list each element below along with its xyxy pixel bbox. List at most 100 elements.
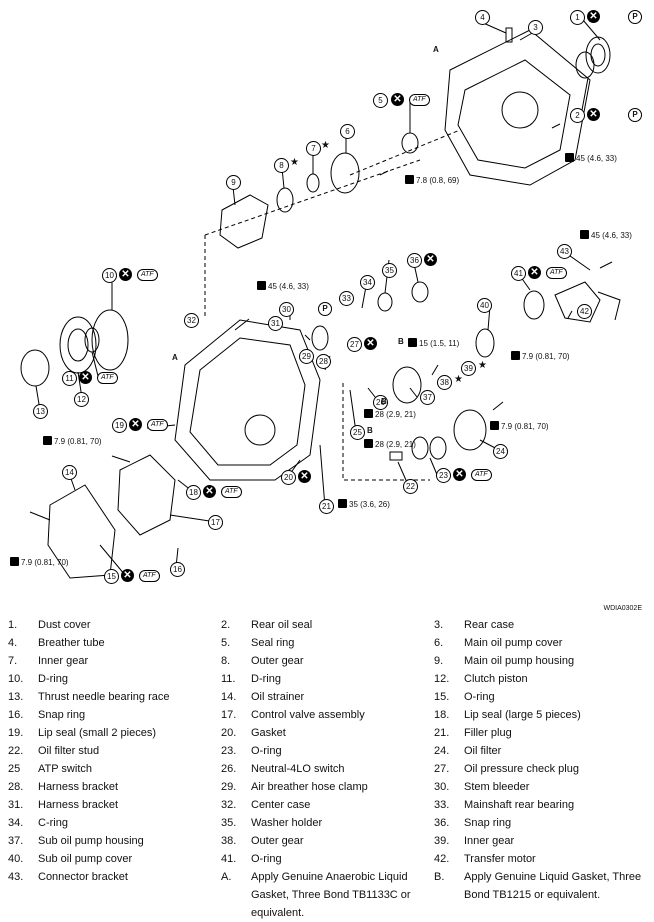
legend-number: 5. (221, 637, 231, 649)
petroleum-jelly-icon: P (318, 302, 332, 316)
star-mark: ★ (454, 374, 463, 385)
legend-number: 9. (434, 655, 444, 667)
replace-icon: ✕ (121, 569, 134, 582)
callout-19: 19 (112, 418, 127, 433)
torque-spec: 45 (4.6, 33) (565, 153, 617, 163)
legend-item: 16.Snap ring (8, 706, 221, 724)
legend-text: Snap ring (464, 817, 512, 829)
legend-item: 42.Transfer motor (434, 850, 647, 868)
legend-number: 30. (434, 781, 450, 793)
legend-number: 34. (8, 817, 24, 829)
torque-spec: 7.9 (0.81, 70) (511, 351, 570, 361)
legend-row: 13.Thrust needle bearing race 14.Oil str… (8, 688, 648, 706)
legend-number: 28. (8, 781, 24, 793)
legend-item: 18.Lip seal (large 5 pieces) (434, 706, 647, 724)
star-mark: ★ (290, 157, 299, 168)
legend-text: Oil strainer (251, 691, 305, 703)
legend-text: Lip seal (large 5 pieces) (464, 709, 581, 721)
legend-number: 20. (221, 727, 237, 739)
torque-icon (405, 175, 414, 184)
parts-legend: 1.Dust cover 2.Rear oil seal 3.Rear case… (8, 616, 648, 922)
legend-item: 29.Air breather hose clamp (221, 778, 434, 796)
letter-a: A (172, 353, 178, 362)
legend-item: 31. Harness bracket (8, 796, 221, 814)
legend-number: 3. (434, 619, 444, 631)
legend-text: Oil filter (464, 745, 502, 757)
callout-42: 42 (577, 304, 592, 319)
exploded-view-diagram: 1 2 3 4 5 6 7 8 9 10 11 12 13 14 15 16 1… (10, 10, 642, 584)
callout-14: 14 (62, 465, 77, 480)
legend-item: 26.Neutral-4LO switch (221, 760, 434, 778)
replace-icon: ✕ (453, 468, 466, 481)
letter-b: B (367, 426, 373, 435)
legend-item: 8.Outer gear (221, 652, 434, 670)
legend-text: Control valve assembly (251, 709, 365, 721)
callout-21: 21 (319, 499, 334, 514)
legend-item: 9. Main oil pump housing (434, 652, 647, 670)
torque-icon (10, 557, 19, 566)
legend-number: 33. (434, 799, 450, 811)
callout-18: 18 (186, 485, 201, 500)
legend-item: 7.Inner gear (8, 652, 221, 670)
legend-number: 13. (8, 691, 24, 703)
legend-text: Sub oil pump cover (38, 853, 133, 865)
legend-number: 17. (221, 709, 237, 721)
legend-number: 31. (8, 799, 24, 811)
legend-number: 4. (8, 637, 18, 649)
callout-7: 7 (306, 141, 321, 156)
legend-item: 38.Outer gear (221, 832, 434, 850)
legend-row: 7.Inner gear 8.Outer gear 9. Main oil pum… (8, 652, 648, 670)
legend-item: 11.D-ring (221, 670, 434, 688)
legend-number: 41. (221, 853, 237, 865)
legend-item: 28.Harness bracket (8, 778, 221, 796)
legend-item: 10.D-ring (8, 670, 221, 688)
legend-text: Center case (251, 799, 311, 811)
atf-label: ATF (471, 469, 492, 481)
legend-text: Harness bracket (38, 799, 119, 811)
legend-text: Thrust needle bearing race (38, 691, 170, 703)
legend-text: Outer gear (251, 655, 304, 667)
legend-item: 15.O-ring (434, 688, 647, 706)
callout-13: 13 (33, 404, 48, 419)
callout-37: 37 (420, 390, 435, 405)
legend-number: B. (434, 871, 445, 883)
legend-number: 26. (221, 763, 237, 775)
legend-number: 40. (8, 853, 24, 865)
legend-text: Sub oil pump housing (38, 835, 144, 847)
legend-item: 33.Mainshaft rear bearing (434, 796, 647, 814)
callout-36: 36 (407, 253, 422, 268)
torque-icon (408, 338, 417, 347)
torque-icon (565, 153, 574, 162)
legend-text: Main oil pump housing (464, 655, 575, 667)
torque-icon (43, 436, 52, 445)
legend-item: 41. O-ring (221, 850, 434, 868)
torque-icon (338, 499, 347, 508)
callout-35: 35 (382, 263, 397, 278)
callout-30: 30 (279, 302, 294, 317)
legend-row: 1.Dust cover 2.Rear oil seal 3.Rear case (8, 616, 648, 634)
legend-item: 13. Thrust needle bearing race (8, 688, 221, 706)
callout-5: 5 (373, 93, 388, 108)
legend-text: Apply Genuine Liquid Gasket, Three Bond … (464, 871, 642, 901)
legend-text: Oil filter stud (38, 745, 100, 757)
legend-item: 17. Control valve assembly (221, 706, 434, 724)
replace-icon: ✕ (528, 266, 541, 279)
legend-text: O-ring (251, 853, 282, 865)
callout-11: 11 (62, 371, 77, 386)
callout-26: 26 (373, 395, 388, 410)
legend-text: Clutch piston (464, 673, 528, 685)
legend-item: 23.O-ring (221, 742, 434, 760)
diagram-drawing (20, 19, 621, 579)
legend-text: Air breather hose clamp (251, 781, 368, 793)
legend-number: 22. (8, 745, 24, 757)
petroleum-jelly-icon: P (628, 108, 642, 122)
replace-icon: ✕ (587, 108, 600, 121)
legend-number: 12. (434, 673, 450, 685)
legend-number: 7. (8, 655, 18, 667)
callout-39: 39 (461, 361, 476, 376)
replace-icon: ✕ (129, 418, 142, 431)
callout-12: 12 (74, 392, 89, 407)
legend-text: Lip seal (small 2 pieces) (38, 727, 156, 739)
legend-item: 34.C-ring (8, 814, 221, 832)
legend-number: 1. (8, 619, 18, 631)
